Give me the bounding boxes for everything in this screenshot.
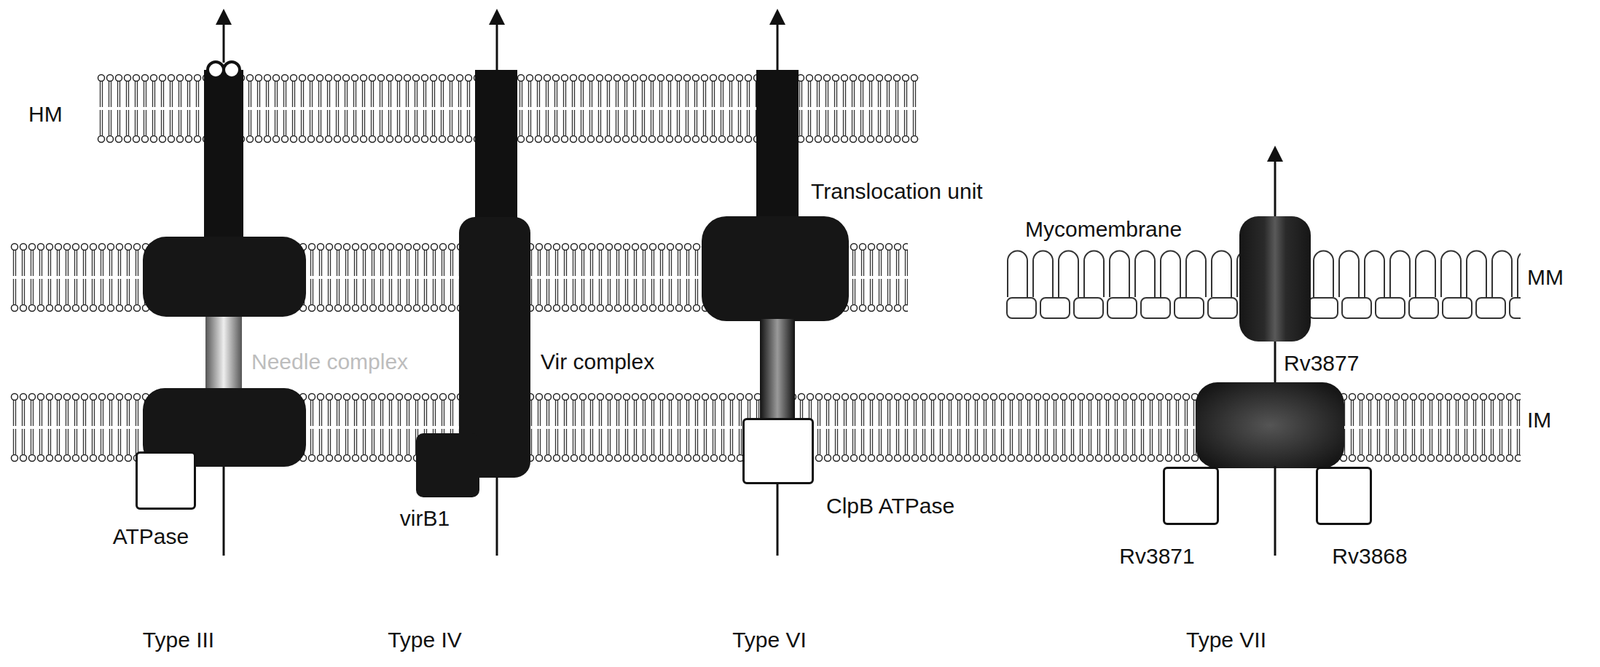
- virb1-box: virB1: [416, 433, 480, 498]
- membrane-label: MM: [1527, 265, 1564, 291]
- component-label: Vir complex: [540, 349, 655, 376]
- component-label: Needle complex: [251, 349, 409, 376]
- rv3871-box: Rv3871: [1162, 467, 1219, 526]
- substrate-line: [1274, 338, 1277, 387]
- membrane-label: Mycomembrane: [1025, 217, 1182, 243]
- secretion-arrow: [776, 23, 779, 73]
- arrow-head: [215, 8, 232, 25]
- inner-rod: [759, 319, 795, 425]
- needle-tip: [223, 61, 240, 78]
- system-type-label: Type IV: [387, 628, 462, 654]
- rv3868-box: Rv3868: [1315, 467, 1372, 526]
- membrane-label: HM: [28, 102, 63, 128]
- rv3877-pore: Rv3877: [1239, 216, 1311, 342]
- needle-tip: [207, 61, 224, 78]
- translocation-rod: [756, 69, 799, 223]
- component-label: virB1: [400, 506, 450, 532]
- arrow-head: [488, 8, 505, 25]
- pilus-rod: [475, 69, 518, 231]
- arrow-head: [769, 8, 786, 25]
- component-label: Translocation unit: [810, 179, 983, 205]
- needle-rod: [204, 69, 244, 245]
- component-label: ClpB ATPase: [826, 493, 955, 520]
- type-vi-system: [701, 8, 849, 556]
- component-label: Rv3877: [1283, 351, 1359, 377]
- component-label: ATPase: [112, 524, 190, 551]
- system-type-label: Type III: [142, 628, 215, 654]
- substrate-line: [776, 480, 779, 556]
- substrate-line: [222, 467, 226, 556]
- component-label: Rv3871: [1119, 544, 1195, 570]
- needle-base-rod: [205, 313, 242, 394]
- system-type-label: Type VI: [732, 628, 807, 654]
- atpase-box: ATPase: [135, 451, 196, 511]
- component-label: Rv3868: [1331, 544, 1407, 570]
- arrow-head: [1267, 145, 1284, 162]
- secretion-arrow: [1274, 160, 1277, 219]
- clpb-atpase-box: ClpB ATPase: [742, 418, 814, 485]
- outer-ring: [142, 236, 307, 317]
- secretion-arrow: [222, 23, 226, 63]
- system-type-label: Type VII: [1186, 628, 1267, 654]
- secretion-arrow: [496, 23, 499, 73]
- inner-membrane-complex: [1195, 382, 1345, 469]
- substrate-line: [496, 477, 499, 556]
- translocation-unit: [701, 216, 849, 322]
- membrane-label: IM: [1527, 408, 1552, 434]
- substrate-line: [1274, 466, 1277, 556]
